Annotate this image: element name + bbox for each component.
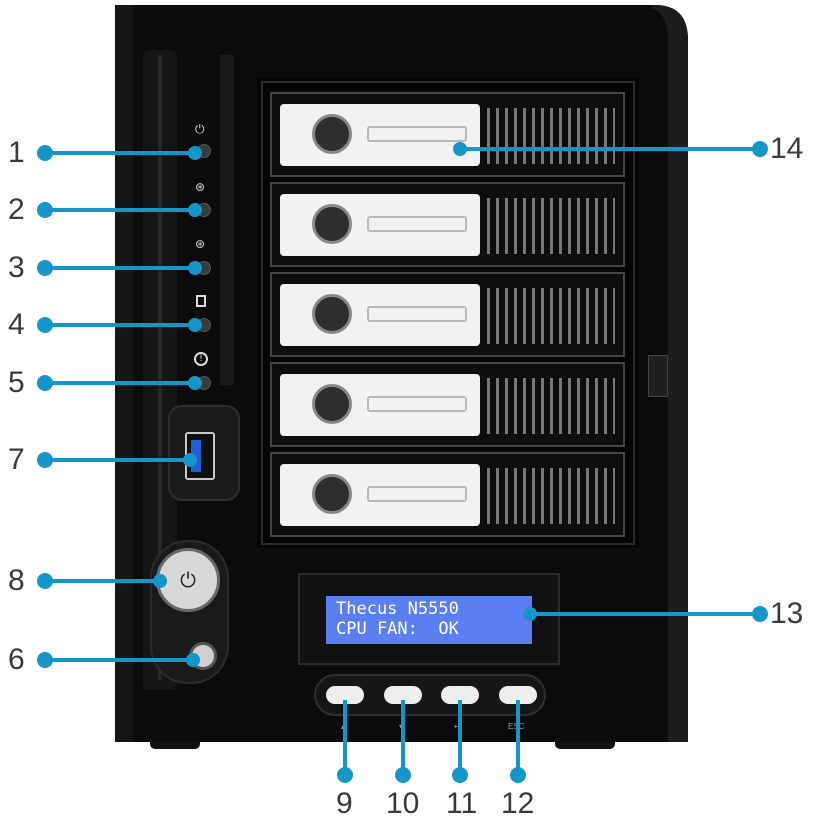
callout-dot [37, 375, 53, 391]
tray-vent [487, 468, 615, 524]
callout-number: 12 [501, 787, 535, 820]
tray-vent [487, 108, 615, 164]
drive-cage-frame [261, 81, 635, 545]
tray-handle[interactable] [367, 306, 467, 322]
callout-dot [523, 607, 537, 621]
callout-number: 14 [770, 132, 804, 165]
tray-handle[interactable] [367, 396, 467, 412]
tray-handle[interactable] [367, 126, 467, 142]
callout-number: 2 [8, 193, 25, 226]
callout-number: 9 [336, 787, 353, 820]
callout-number: 3 [8, 251, 25, 284]
callout-dot [453, 142, 467, 156]
tray-lock-icon[interactable] [312, 204, 352, 244]
chassis-edge [115, 5, 133, 742]
enter-icon: ↵ [454, 722, 461, 731]
drive-tray[interactable] [270, 182, 625, 267]
callout-number: 8 [8, 564, 25, 597]
callout-dot [188, 376, 202, 390]
lan2-led-icon: ⊛ [195, 237, 206, 251]
tray-vent [487, 288, 615, 344]
lcd-line-2: CPU FAN: OK [336, 619, 459, 639]
callout-dot [188, 203, 202, 217]
callout-dot [37, 317, 53, 333]
drive-tray[interactable] [270, 92, 625, 177]
callout-dot [510, 767, 526, 783]
tray-lock-icon[interactable] [312, 294, 352, 334]
tray-vent [487, 378, 615, 434]
callout-dot [188, 146, 202, 160]
lcd-display: Thecus N5550 CPU FAN: OK [326, 596, 532, 644]
callout-dot [452, 767, 468, 783]
callout-dot [188, 261, 202, 275]
callout-dot [395, 767, 411, 783]
enter-button[interactable] [441, 686, 479, 704]
lan1-led-icon: ⊛ [195, 180, 206, 194]
callout-dot [37, 452, 53, 468]
callout-dot [337, 767, 353, 783]
drive-tray[interactable] [270, 452, 625, 537]
callout-dot [37, 145, 53, 161]
tray-lock-icon[interactable] [312, 384, 352, 424]
callout-number: 11 [446, 787, 478, 820]
power-icon: ⏻ [180, 568, 196, 592]
led-light-pipe [220, 55, 234, 385]
callout-number: 1 [8, 136, 25, 169]
drive-tray[interactable] [270, 272, 625, 357]
callout-dot [752, 606, 768, 622]
callout-dot [37, 202, 53, 218]
lcd-line-1: Thecus N5550 [336, 599, 459, 619]
callout-number: 6 [8, 643, 25, 676]
callout-number: 7 [8, 443, 25, 476]
callout-number: 4 [8, 308, 25, 341]
chassis-side [650, 5, 688, 742]
callout-dot [183, 453, 197, 467]
tray-lock-icon[interactable] [312, 114, 352, 154]
callout-number: 13 [770, 597, 804, 630]
callout-dot [752, 141, 768, 157]
tray-handle[interactable] [367, 486, 467, 502]
callout-number: 10 [386, 787, 420, 820]
callout-dot [188, 318, 202, 332]
callout-dot [153, 574, 167, 588]
usb-copy-led-icon [196, 295, 206, 307]
callout-dot [37, 260, 53, 276]
callout-dot [37, 573, 53, 589]
down-button[interactable] [384, 686, 422, 704]
callout-number: 5 [8, 366, 25, 399]
drive-tray[interactable] [270, 362, 625, 447]
power-led-icon: ⏻ [195, 122, 205, 136]
tray-handle[interactable] [367, 216, 467, 232]
usb-port-tongue [191, 440, 201, 472]
tray-vent [487, 198, 615, 254]
callout-dot [37, 652, 53, 668]
warning-led-icon: ! [194, 352, 208, 366]
esc-button[interactable] [499, 686, 537, 704]
side-latch [648, 355, 668, 397]
up-button[interactable] [326, 686, 364, 704]
tray-lock-icon[interactable] [312, 474, 352, 514]
callout-dot [186, 653, 200, 667]
